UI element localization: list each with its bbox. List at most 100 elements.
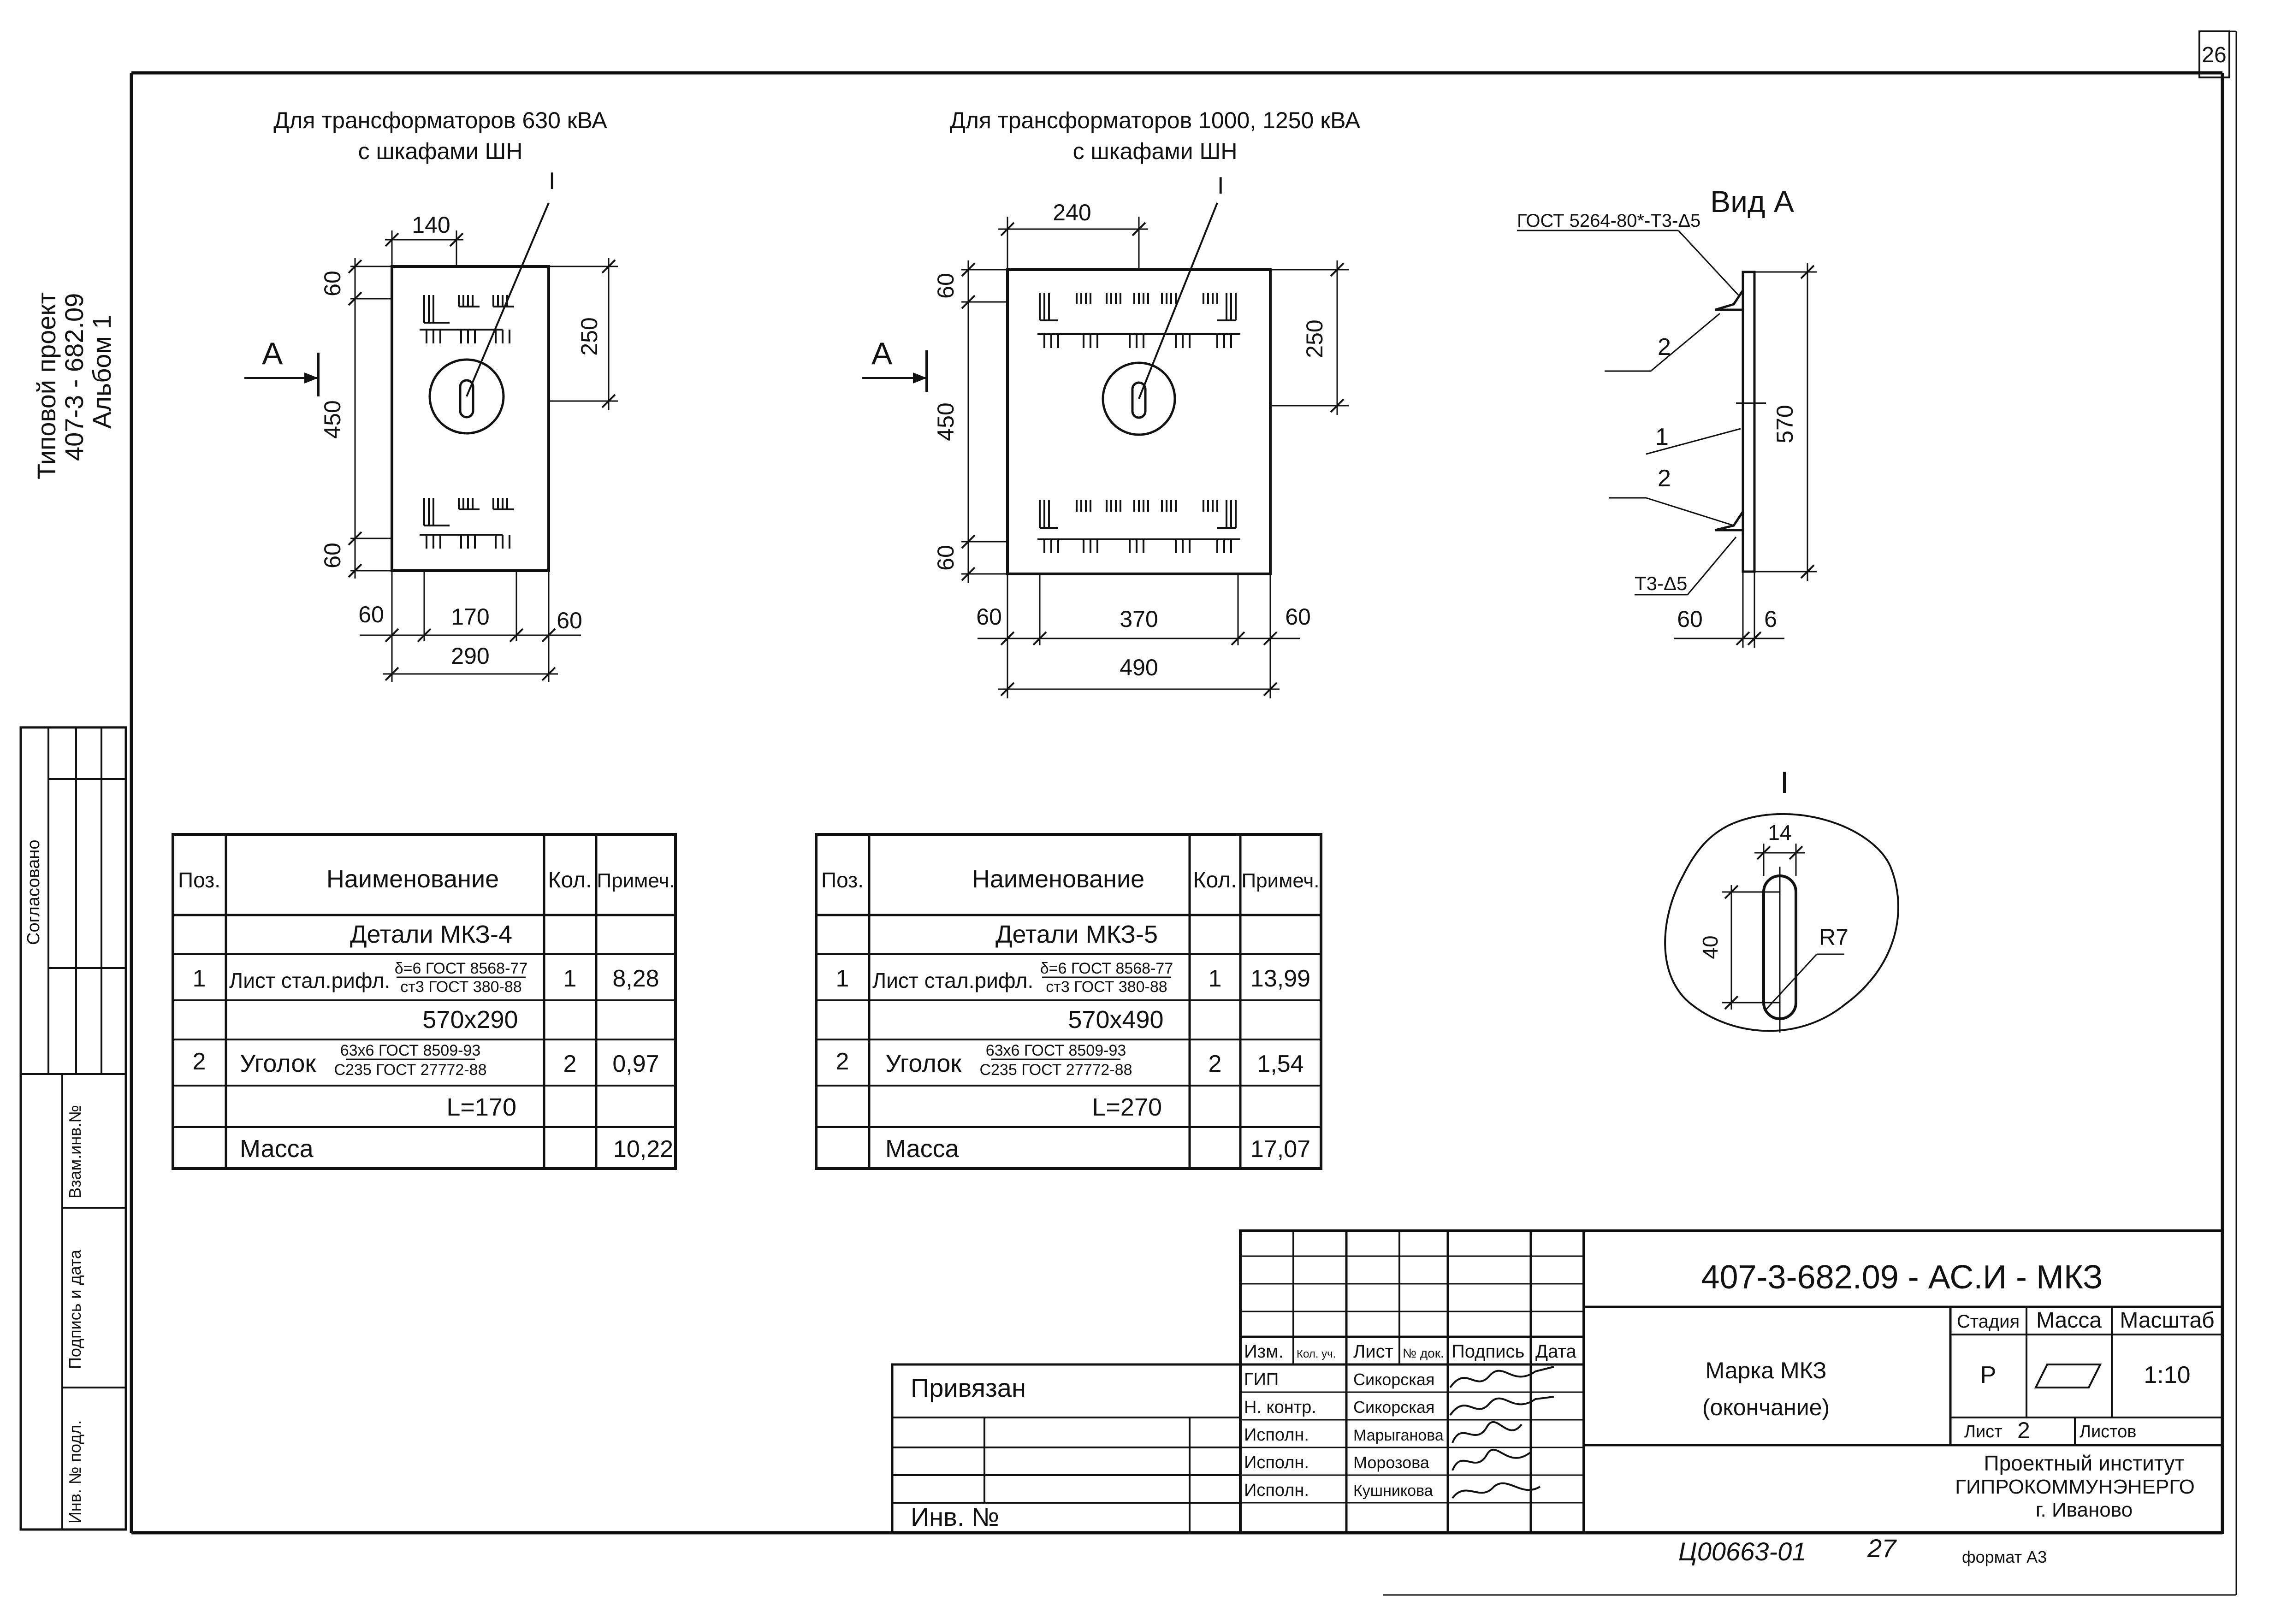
table1-mass-label: Масса — [240, 1135, 314, 1163]
tb-name-3: Марыганова — [1353, 1427, 1444, 1444]
middle-title-1: Для трансформаторов 1000, 1250 кВА — [950, 107, 1361, 133]
tb-name-5: Кушникова — [1353, 1482, 1433, 1500]
view-a-dim-6: 6 — [1764, 606, 1777, 632]
table2-mass-value: 17,07 — [1250, 1136, 1310, 1163]
middle-dim-b2: 370 — [1120, 606, 1158, 632]
middle-dim-left-bot: 60 — [933, 545, 959, 571]
table2-row2-sub: L=270 — [1092, 1093, 1162, 1121]
table2-row2-num: 63x6 ГОСТ 8509-93 — [986, 1042, 1126, 1059]
view-a-dim-60: 60 — [1677, 606, 1703, 632]
tb-head-sheet: Лист — [1353, 1341, 1393, 1362]
table1-row1-qty: 1 — [563, 965, 577, 992]
tb-head-signature: Подпись — [1452, 1341, 1524, 1362]
left-dim-right: 250 — [576, 317, 602, 355]
side-stamp: Типовой проект 407-3 - 682.09 Альбом 1 С… — [19, 292, 127, 1531]
middle-plate-view: Для трансформаторов 1000, 1250 кВА с шка… — [862, 107, 1361, 698]
sheet-number: 26 — [2202, 43, 2226, 67]
tb-sheets-label: Листов — [2080, 1422, 2136, 1441]
tb-role-5: Исполн. — [1244, 1481, 1309, 1500]
tb-head-date: Дата — [1535, 1341, 1576, 1362]
detail-radius: R7 — [1819, 924, 1849, 950]
table1-row1-den: ст3 ГОСТ 380-88 — [400, 978, 521, 996]
side-agreed: Согласовано — [24, 840, 43, 945]
left-dim-b3: 60 — [557, 608, 582, 633]
tb-bound: Привязан — [911, 1373, 1026, 1402]
middle-dim-left-mid: 450 — [933, 402, 959, 441]
table2-row2-den: С235 ГОСТ 27772-88 — [979, 1061, 1132, 1079]
table2-header-qty: Кол. — [1193, 868, 1237, 892]
tb-role-3: Исполн. — [1244, 1425, 1309, 1445]
tb-org-2: ГИПРОКОММУНЭНЕРГО — [1955, 1476, 2195, 1498]
table1-row1-pos: 1 — [193, 965, 206, 992]
view-a-height: 570 — [1772, 405, 1798, 443]
tb-head-doc: № док. — [1403, 1346, 1444, 1360]
table1-header-pos: Поз. — [178, 868, 220, 892]
table1-group: Детали МКЗ-4 — [350, 921, 512, 948]
table1-row2-qty: 2 — [563, 1051, 577, 1077]
left-dim-top: 140 — [412, 212, 450, 238]
view-a-weld: Т3-Δ5 — [1635, 573, 1687, 594]
view-a-title: Вид А — [1710, 184, 1794, 219]
tb-doc-code: 407-3-682.09 - АС.И - МКЗ — [1701, 1259, 2103, 1296]
table2-row2-name: Уголок — [885, 1050, 961, 1077]
table2-header-name: Наименование — [972, 865, 1144, 893]
footer: Ц00663-01 27 формат А3 — [1678, 1534, 2047, 1566]
table2-row1-qty: 1 — [1209, 965, 1222, 992]
middle-arrow-label: A — [871, 336, 893, 371]
middle-dim-b3: 60 — [1285, 604, 1311, 630]
specification-table-2: Поз. Наименование Кол. Примеч. Детали МК… — [815, 833, 1322, 1170]
left-dim-total: 290 — [451, 643, 489, 669]
middle-dim-b1: 60 — [976, 604, 1002, 630]
side-cell-replace: Взам.инв.№ — [65, 1105, 84, 1199]
view-a-pos1: 1 — [1655, 424, 1669, 450]
tb-head-change: Изм. — [1244, 1341, 1284, 1362]
tb-inventory: Инв. № — [911, 1502, 999, 1531]
middle-dim-left-top: 60 — [933, 273, 959, 299]
tb-scale-header: Масштаб — [2120, 1308, 2214, 1333]
detail-width: 14 — [1768, 821, 1791, 844]
table1-row2-pos: 2 — [193, 1048, 206, 1075]
table2-header-note: Примеч. — [1241, 869, 1319, 892]
tb-role-1: ГИП — [1244, 1370, 1279, 1389]
table1-mass-value: 10,22 — [613, 1136, 673, 1163]
table2-row2-qty: 2 — [1209, 1051, 1222, 1077]
tb-name-4: Морозова — [1353, 1453, 1430, 1472]
table1-row1-name: Лист стал.рифл. — [229, 968, 390, 992]
left-dim-left-top: 60 — [320, 271, 345, 296]
view-a-pos2-top: 2 — [1658, 334, 1671, 360]
tb-stage-header: Стадия — [1957, 1311, 2020, 1332]
side-cell-signature: Подпись и дата — [65, 1249, 84, 1369]
view-a-gost: ГОСТ 5264-80*-Т3-Δ5 — [1517, 211, 1700, 231]
middle-title-2: с шкафами ШН — [1073, 138, 1238, 164]
table2-mass-label: Масса — [885, 1135, 960, 1163]
side-project-code: 407-3 - 682.09 — [59, 293, 89, 461]
left-plate-view: Для трансформаторов 630 кВА с шкафами ШН… — [244, 107, 618, 682]
view-a: Вид А ГОСТ 5264-80*-Т3-Δ5 570 2 1 2 Т3-Δ… — [1517, 184, 1817, 648]
tb-org-1: Проектный институт — [1984, 1451, 2185, 1475]
tb-name-2: Сикорская — [1353, 1398, 1434, 1417]
left-section-mark: I — [549, 168, 555, 195]
left-dim-left-bot: 60 — [320, 543, 345, 568]
tb-head-count: Кол. уч. — [1297, 1348, 1336, 1360]
tb-name-1: Сикорская — [1353, 1370, 1434, 1389]
table1-row2-note: 0,97 — [612, 1051, 659, 1077]
table2-row1-den: ст3 ГОСТ 380-88 — [1046, 978, 1167, 996]
footer-handwritten-code: Ц00663-01 — [1678, 1537, 1806, 1566]
tb-name-line-1: Марка МКЗ — [1706, 1358, 1827, 1383]
table2-row1-note: 13,99 — [1250, 965, 1310, 992]
middle-dim-top: 240 — [1053, 200, 1091, 225]
table1-row2-sub: L=170 — [446, 1093, 516, 1121]
table1-row2-num: 63x6 ГОСТ 8509-93 — [340, 1042, 481, 1059]
table2-group: Детали МКЗ-5 — [995, 921, 1158, 948]
left-title-1: Для трансформаторов 630 кВА — [273, 107, 607, 133]
tb-org-3: г. Иваново — [2036, 1499, 2133, 1521]
table1-row1-num: δ=6 ГОСТ 8568-77 — [395, 960, 528, 977]
title-block: Привязан Инв. № Изм. Кол. уч. Лист № док… — [891, 1229, 2224, 1534]
detail-title: I — [1780, 765, 1789, 799]
left-dim-b2: 170 — [451, 604, 489, 630]
table1-row1-note: 8,28 — [612, 965, 659, 992]
side-project-title: Типовой проект — [32, 292, 61, 479]
table2-row1-name: Лист стал.рифл. — [872, 968, 1033, 992]
tb-stage: Р — [1980, 1362, 1997, 1388]
